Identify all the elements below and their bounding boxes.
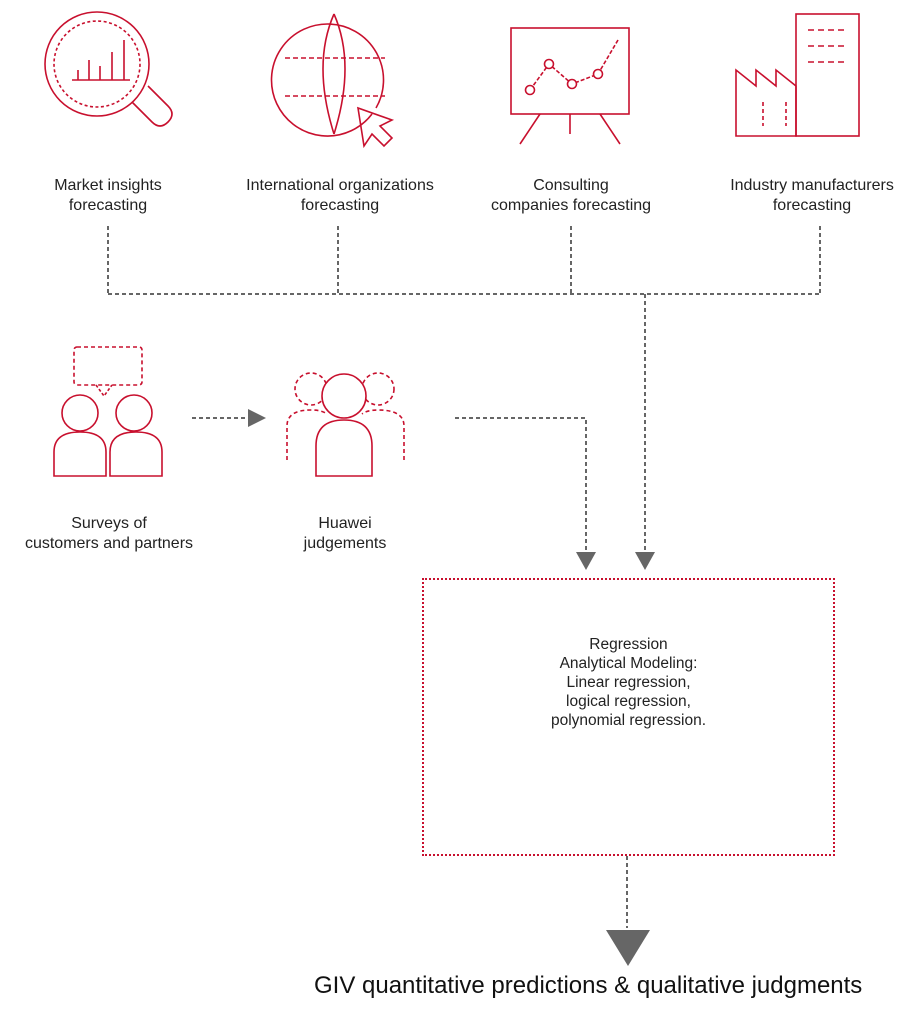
surveys-label: Surveys of customers and partners bbox=[24, 515, 194, 552]
arrowhead-down-left bbox=[576, 552, 596, 570]
arrowhead-down-output bbox=[606, 930, 650, 966]
two-people-speech-icon bbox=[53, 346, 163, 477]
magnifier-chart-icon bbox=[44, 11, 173, 127]
source-label-market: Market insights forecasting bbox=[54, 177, 162, 214]
presentation-board-icon bbox=[510, 27, 630, 145]
regression-model-box: Regression Analytical Modeling: Linear r… bbox=[422, 578, 835, 856]
source-label-consulting: Consulting companies forecasting bbox=[490, 177, 652, 214]
group-people-icon bbox=[286, 372, 405, 477]
huawei-label: Huawei judgements bbox=[303, 515, 387, 552]
factory-icon bbox=[735, 13, 860, 137]
globe-cursor-icon bbox=[270, 13, 395, 149]
source-label-industry: Industry manufacturers forecasting bbox=[730, 177, 894, 214]
output-label: GIV quantitative predictions & qualitati… bbox=[314, 972, 863, 999]
connector-lines bbox=[107, 226, 821, 928]
regression-model-text: Regression Analytical Modeling: Linear r… bbox=[550, 635, 707, 729]
arrowhead-right bbox=[248, 409, 266, 427]
arrowhead-down-right bbox=[635, 552, 655, 570]
source-label-international: International organizations forecasting bbox=[246, 177, 434, 214]
arrowheads bbox=[248, 409, 655, 966]
